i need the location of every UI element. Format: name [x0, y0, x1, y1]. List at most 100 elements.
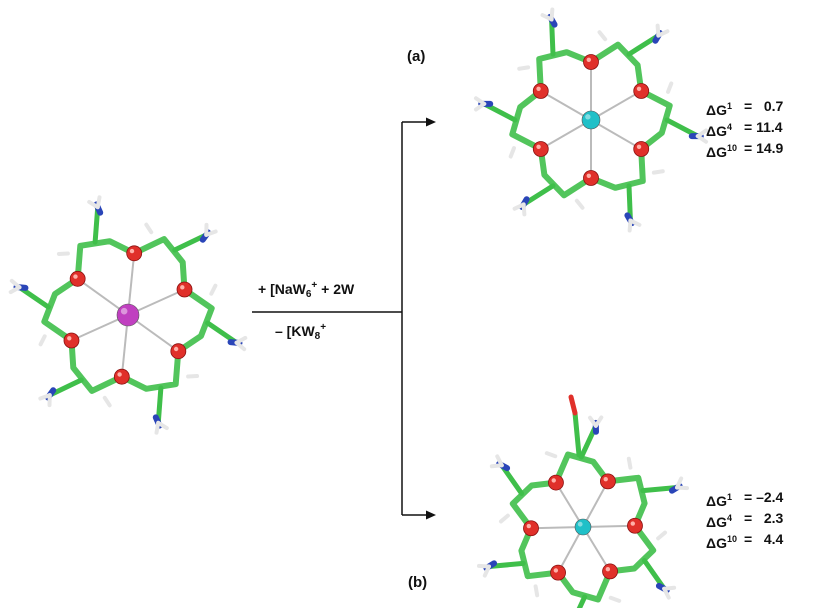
energy-symbol: ΔG [706, 535, 727, 551]
hydrogen-atom [549, 7, 555, 22]
energy-row: ΔG4= 2.3 [706, 510, 783, 531]
coordination-bond [540, 119, 592, 150]
oxygen-atom [69, 270, 86, 287]
energy-row: ΔG4 = 11.4 [706, 119, 783, 140]
energy-row: ΔG1= 0.7 [706, 98, 783, 119]
hydrogen-atom [144, 222, 154, 235]
energy-row: ΔG1 = –2.4 [706, 489, 783, 510]
oxygen-atom [633, 83, 650, 99]
ion-highlight [120, 307, 128, 315]
energies-a: ΔG1= 0.7 ΔG4= 11.4 ΔG10= 14.9 [706, 98, 783, 161]
energy-symbol: ΔG [706, 493, 727, 509]
oxygen-atom [126, 245, 143, 262]
oxygen-atom [523, 520, 539, 537]
oxygen-atom [548, 474, 564, 491]
reagent-removed-prefix: – [KW [275, 323, 315, 339]
oxygen-atom [627, 517, 643, 534]
metal-ion [116, 303, 140, 327]
reaction-arrow [252, 121, 428, 516]
reagent-removed: – [KW8+ [275, 322, 326, 342]
oxygen-atom [600, 473, 616, 490]
hydrogen-atom [517, 65, 531, 71]
energies-b: ΔG1= –2.4 ΔG4= 2.3 ΔG10= 4.4 [706, 489, 783, 552]
energy-symbol: ΔG [706, 123, 727, 139]
oxygen-atom [532, 83, 549, 99]
energy-value: = 14.9 [744, 140, 784, 156]
oxygen-highlight [180, 285, 185, 290]
hydrogen-atom [95, 195, 102, 210]
oxygen-atom [63, 332, 80, 349]
hydrogen-atom [508, 146, 516, 159]
reagent-removed-sup: + [320, 322, 327, 333]
hydrogen-atom [498, 513, 510, 524]
hydrogen-atom [154, 420, 161, 435]
coordination-bond [582, 524, 636, 528]
arrowhead-a [426, 117, 436, 127]
energy-sup: 10 [726, 534, 737, 544]
hydrogen-atom [597, 30, 608, 42]
oxygen-atom [583, 170, 599, 186]
product-complex-na-b [476, 394, 690, 608]
oxygen-atom [532, 141, 549, 157]
reagent-added-sup: + [311, 280, 318, 291]
hydrogen-atom [38, 334, 47, 347]
metal-ion [581, 110, 601, 130]
panel-label-a: (a) [407, 48, 426, 65]
coordination-bond [555, 482, 584, 528]
oxygen-atom [633, 141, 650, 157]
energy-value: = 0.7 [744, 98, 784, 114]
side-chain [576, 594, 588, 608]
energy-sup: 4 [726, 513, 732, 523]
oxygen-atom [602, 563, 618, 580]
energy-row: ΔG10= 4.4 [706, 531, 783, 552]
hydrogen-atom [209, 283, 218, 296]
hydrogen-atom [476, 563, 491, 569]
oxygen-highlight [526, 523, 532, 529]
energy-sup: 1 [726, 492, 732, 502]
coordination-bond [557, 526, 584, 574]
ion-highlight [585, 114, 591, 120]
oxygen-atom [170, 343, 187, 360]
energy-symbol: ΔG [706, 144, 727, 160]
energy-value: = 11.4 [744, 119, 783, 135]
coordination-bond [540, 90, 592, 121]
reagent-added-sub: 6 [305, 289, 312, 300]
oxygen-highlight [536, 86, 541, 92]
oxygen-highlight [73, 274, 78, 279]
reagent-added: + [NaW6+ + 2W [258, 280, 354, 300]
hydrogen-atom [608, 595, 622, 603]
oxygen-atom [113, 368, 130, 385]
oxygen-highlight [586, 173, 591, 178]
reagent-removed-sub: 8 [314, 331, 321, 342]
hydrogen-atom [666, 81, 674, 94]
hydrogen-atom [204, 229, 218, 237]
oxygen-highlight [636, 144, 642, 149]
energy-symbol: ΔG [706, 102, 727, 118]
energy-row: ΔG10= 14.9 [706, 140, 783, 161]
energy-value: = –2.4 [744, 489, 784, 505]
hydrogen-atom [9, 278, 22, 290]
carbonyl-oxygen [568, 394, 578, 416]
hydrogen-atom [651, 169, 665, 175]
side-chain [572, 410, 582, 458]
hydrogen-atom [593, 415, 604, 428]
oxygen-highlight [603, 476, 608, 482]
oxygen-highlight [586, 57, 591, 62]
coordination-bond [530, 526, 584, 530]
reagent-added-prefix: + [NaW [258, 281, 306, 297]
oxygen-highlight [129, 248, 135, 254]
hydrogen-atom [234, 340, 247, 352]
hydrogen-atom [533, 584, 540, 598]
oxygen-highlight [67, 336, 72, 341]
hydrogen-atom [662, 586, 671, 600]
energy-sup: 4 [726, 122, 732, 132]
hydrogen-atom [675, 485, 690, 491]
oxygen-atom [176, 281, 193, 298]
oxygen-atom [550, 564, 566, 581]
oxygen-highlight [551, 478, 556, 483]
hydrogen-atom [38, 393, 52, 401]
reagent-added-suffix: + 2W [317, 281, 355, 297]
oxygen-atom [583, 54, 599, 70]
oxygen-highlight [630, 521, 635, 526]
oxygen-highlight [605, 567, 611, 572]
